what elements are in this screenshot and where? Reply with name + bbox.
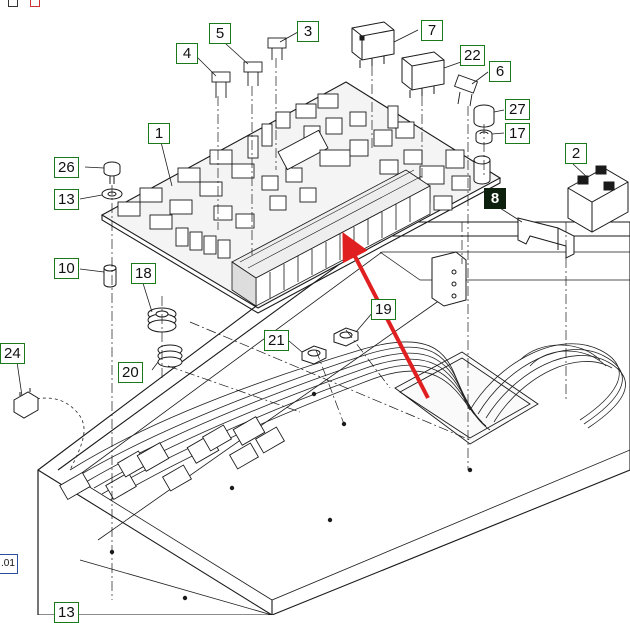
callout-10[interactable]: 10	[54, 258, 79, 279]
cropped-icon	[8, 0, 18, 7]
callout-20[interactable]: 20	[118, 362, 143, 383]
callout-26[interactable]: 26	[54, 157, 79, 178]
post-component	[473, 155, 491, 185]
fuses	[211, 37, 479, 107]
screw-26	[103, 161, 121, 184]
callout-7[interactable]: 7	[421, 20, 443, 41]
callout-27[interactable]: 27	[505, 99, 530, 120]
callout-1[interactable]: 1	[148, 123, 170, 144]
connector-24	[13, 388, 39, 419]
callout-19[interactable]: 19	[371, 299, 396, 320]
callout-2[interactable]: 2	[565, 143, 587, 164]
nut-21	[301, 345, 327, 365]
callout-21[interactable]: 21	[264, 330, 289, 351]
module-2	[567, 165, 629, 233]
callout-18[interactable]: 18	[131, 263, 156, 284]
wire-harness	[19, 341, 626, 501]
cropped-icon	[30, 0, 40, 7]
callout-13-lower[interactable]: 13	[54, 602, 79, 623]
board-components	[117, 93, 471, 259]
assembly-centerlines	[111, 58, 567, 600]
cropped-reference-label: .01	[0, 554, 18, 574]
callout-13[interactable]: 13	[54, 189, 79, 210]
callout-6[interactable]: 6	[489, 61, 511, 82]
standoff-10	[103, 264, 117, 288]
callout-4[interactable]: 4	[176, 43, 198, 64]
callout-22[interactable]: 22	[460, 45, 485, 66]
gland-20	[157, 344, 183, 368]
harness-connectors	[59, 416, 286, 501]
relay-7	[351, 21, 395, 68]
nut-19	[333, 327, 359, 347]
relay-22	[401, 51, 445, 98]
callout-5[interactable]: 5	[209, 23, 231, 44]
callout-3[interactable]: 3	[297, 21, 319, 42]
wire-cutout	[394, 351, 539, 445]
callout-24[interactable]: 24	[0, 343, 25, 364]
callout-17[interactable]: 17	[505, 123, 530, 144]
mounting-bracket	[431, 251, 467, 307]
enclosure-box	[37, 221, 630, 615]
callout-8-selected[interactable]: 8	[484, 188, 506, 209]
cap-27	[473, 104, 495, 128]
